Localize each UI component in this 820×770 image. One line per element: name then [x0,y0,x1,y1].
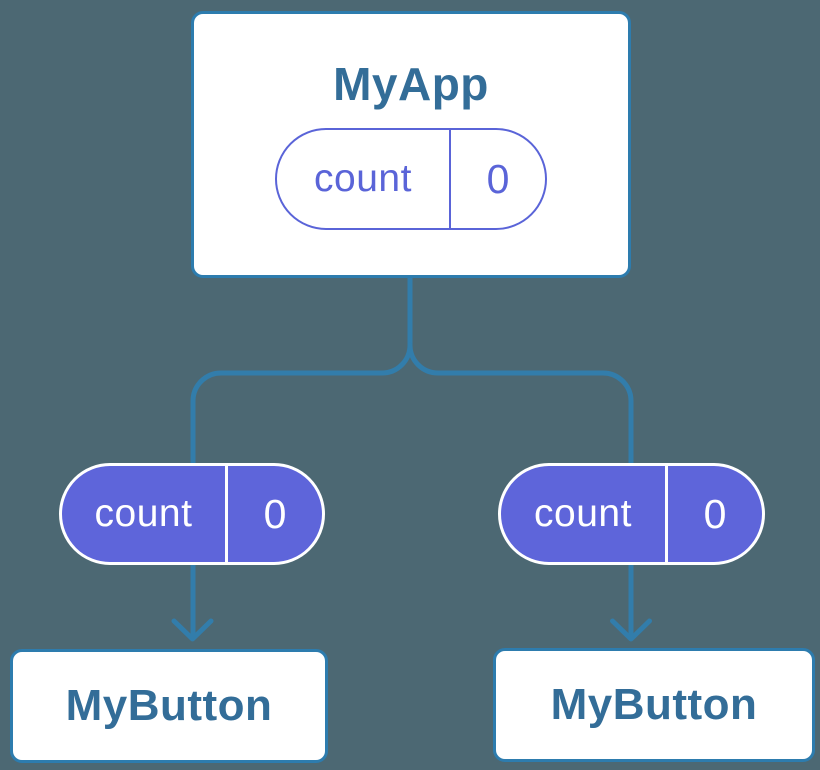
component-title: MyButton [550,680,758,729]
state-label: count [277,130,451,228]
component-title: MyButton [65,681,273,730]
arrowhead-right-icon [610,618,652,642]
component-card-mybutton-right: MyButton [493,648,815,762]
component-card-mybutton-left: MyButton [10,649,328,763]
state-pill-root: count 0 [275,128,547,230]
state-value: 0 [486,155,510,202]
arrowhead-left-icon [171,618,214,642]
state-pill-child-left: count 0 [59,463,325,565]
component-card-myapp: MyApp count 0 [191,11,631,278]
state-label: count [62,466,228,562]
state-label: count [501,466,668,562]
connector-branch-right [407,342,634,640]
state-pill-child-right: count 0 [498,463,765,565]
connector-branch-left [190,342,413,640]
state-value: 0 [263,490,287,537]
component-title: MyApp [333,58,489,110]
state-value: 0 [703,490,727,537]
